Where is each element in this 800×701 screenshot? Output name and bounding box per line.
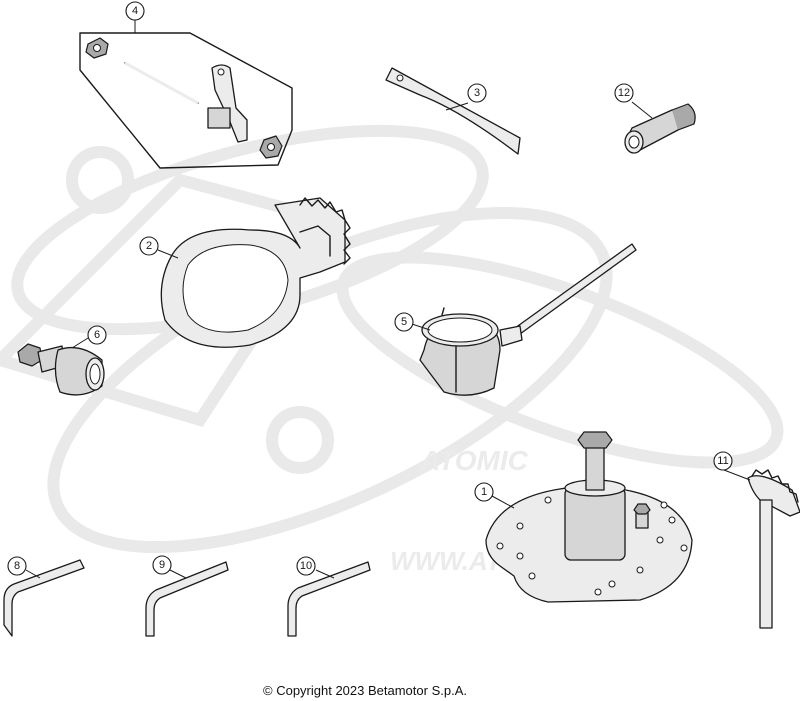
callout-3: 3 (467, 83, 487, 103)
part-9-hex-key (145, 561, 229, 637)
svg-text:ATOMIC: ATOMIC (419, 445, 529, 476)
svg-text:4: 4 (132, 5, 138, 17)
svg-text:10: 10 (300, 560, 312, 572)
callout-1: 1 (474, 482, 494, 502)
svg-text:3: 3 (474, 87, 480, 99)
svg-text:9: 9 (159, 559, 165, 571)
svg-text:11: 11 (717, 455, 728, 467)
part-2-holding-tool (157, 197, 351, 348)
plate-holes (496, 496, 688, 596)
svg-text:12: 12 (618, 87, 630, 99)
part-3-flat-bar (385, 67, 521, 155)
part-5-cup-tool (411, 243, 637, 396)
svg-text:2: 2 (146, 240, 152, 252)
callout-5: 5 (394, 312, 414, 332)
part-12-socket (624, 101, 696, 154)
callout-2: 2 (139, 236, 159, 256)
part-11-ratchet-arm (723, 469, 800, 629)
callout-9: 9 (152, 555, 172, 575)
copyright-notice: © Copyright 2023 Betamotor S.p.A. (263, 683, 467, 698)
svg-text:5: 5 (401, 316, 407, 328)
callout-11: 11 (713, 451, 733, 471)
callout-10: 10 (296, 556, 316, 576)
part-10-hex-key (287, 561, 371, 637)
callout-4: 4 (125, 1, 145, 21)
callout-12: 12 (614, 83, 634, 103)
part-8-hex-key (3, 559, 85, 637)
callout-6: 6 (87, 325, 107, 345)
svg-text:8: 8 (14, 560, 20, 572)
part-4-kit (79, 20, 293, 169)
svg-text:1: 1 (481, 486, 487, 498)
part-1-puller-plate (485, 431, 693, 603)
part-6-adapter (17, 337, 105, 396)
svg-text:6: 6 (94, 329, 100, 341)
callout-8: 8 (7, 556, 27, 576)
